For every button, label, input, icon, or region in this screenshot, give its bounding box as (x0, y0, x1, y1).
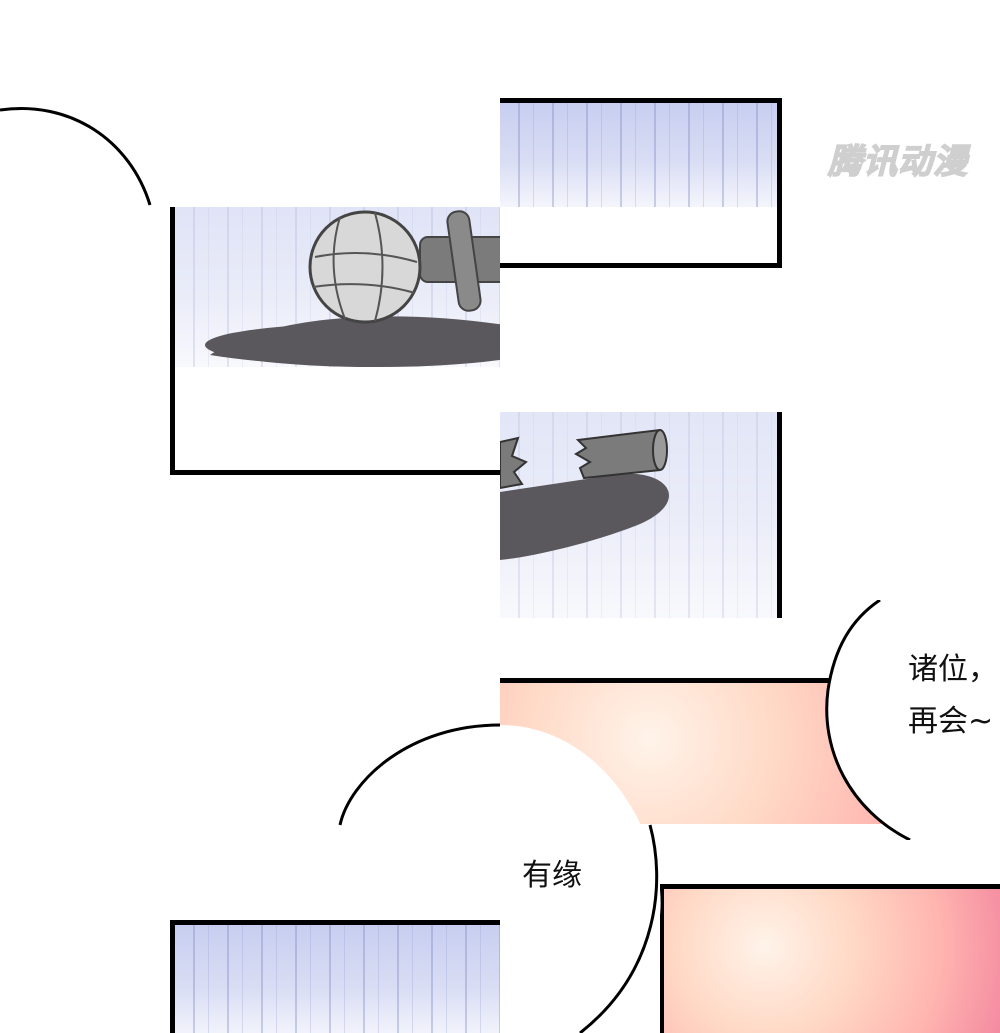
rain-background (500, 103, 777, 207)
panel-top-rain (500, 98, 782, 268)
panel-broken-handle (500, 412, 782, 618)
speech-text-center: 有缘 (522, 858, 582, 893)
speech-text-line1: 诸位， (908, 652, 998, 687)
speech-bubble-right (825, 600, 1000, 840)
panel-rain-lower (170, 920, 500, 1033)
broken-handle-icon (500, 428, 669, 560)
panel-microphone (170, 207, 500, 475)
tencent-comics-watermark: 腾讯动漫 (827, 141, 968, 183)
speech-text-line2: 再会~ (908, 704, 994, 739)
speech-bubble-center (338, 723, 661, 1033)
rain-background (175, 925, 500, 1033)
panel-pink-lower (660, 884, 1000, 1033)
microphone-icon (205, 210, 500, 367)
speech-bubble-outline-topleft (0, 107, 152, 206)
